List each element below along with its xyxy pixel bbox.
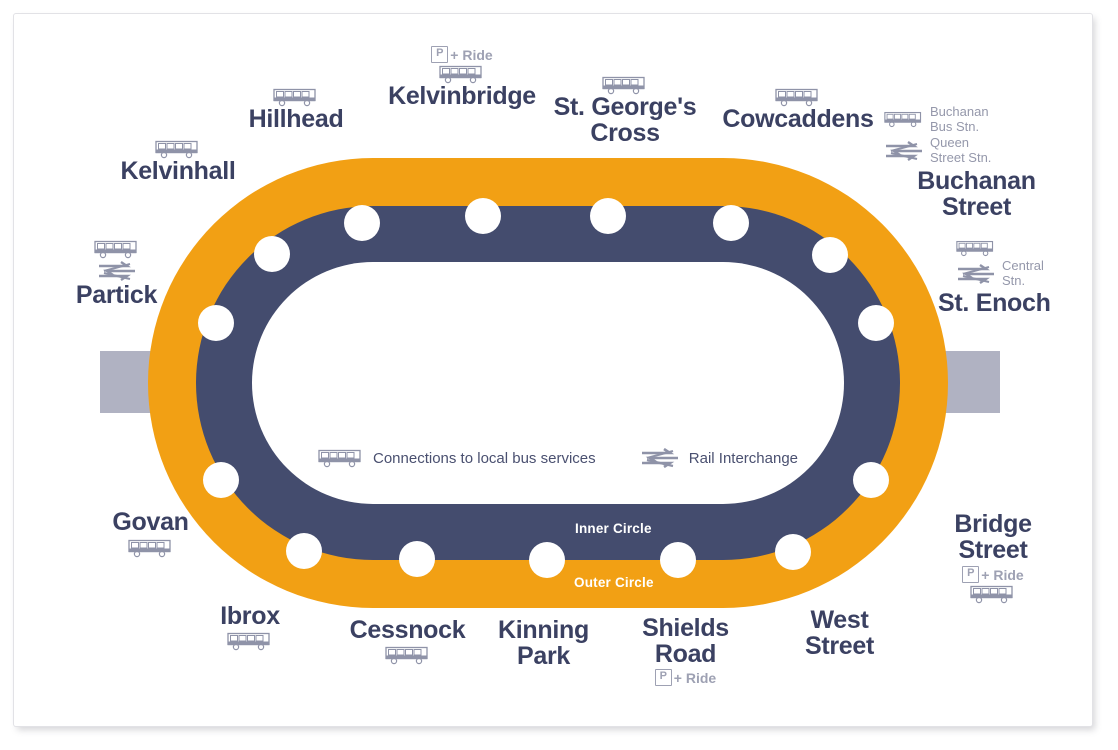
station-dot-partick[interactable] bbox=[198, 305, 234, 341]
park-ride-suffix: + Ride bbox=[450, 46, 493, 63]
station-dot-buchanan-street[interactable] bbox=[812, 237, 848, 273]
station-name: St. George's Cross bbox=[553, 93, 697, 147]
shields-road-icons: P + Ride bbox=[608, 669, 763, 686]
park-ride-suffix: + Ride bbox=[673, 669, 717, 686]
station-name: Partick bbox=[75, 281, 158, 309]
station-name: Ibrox bbox=[220, 602, 280, 630]
legend-bus-text: Connections to local bus services bbox=[373, 449, 596, 467]
station-name: Hillhead bbox=[248, 105, 344, 133]
rail-icon bbox=[98, 261, 135, 281]
station-name: Buchanan Street bbox=[917, 167, 1036, 221]
station-name: Shields Road bbox=[642, 614, 729, 668]
interchange-name: Central Stn. bbox=[1002, 258, 1044, 288]
station-label-govan[interactable]: Govan bbox=[78, 508, 223, 558]
station-label-st-enoch[interactable]: Central Stn. St. Enoch bbox=[938, 240, 1108, 317]
park-letter: P bbox=[431, 46, 449, 63]
station-name: Cessnock bbox=[349, 616, 466, 644]
station-dot-ibrox[interactable] bbox=[286, 533, 322, 569]
station-dot-cowcaddens[interactable] bbox=[713, 205, 749, 241]
station-dot-st-enoch[interactable] bbox=[858, 305, 894, 341]
station-name: Bridge Street bbox=[954, 510, 1032, 564]
park-letter: P bbox=[654, 669, 672, 686]
cessnock-icons bbox=[330, 646, 485, 665]
station-name: Kelvinhall bbox=[120, 157, 236, 185]
station-label-bridge-street[interactable]: Bridge Street P + Ride bbox=[908, 510, 1078, 604]
legend-rail-text: Rail Interchange bbox=[688, 449, 798, 467]
park-and-ride-icon: P + Ride bbox=[962, 566, 1024, 583]
map-legend: Connections to local bus services Rail I… bbox=[318, 448, 798, 468]
bridge-street-icons: P + Ride bbox=[908, 566, 1078, 604]
station-label-kelvinhall[interactable]: Kelvinhall bbox=[88, 140, 268, 185]
ibrox-icons bbox=[190, 632, 310, 651]
station-dot-cessnock[interactable] bbox=[399, 541, 435, 577]
govan-icons bbox=[78, 539, 223, 558]
bus-icon bbox=[384, 646, 428, 664]
station-label-kinning-park[interactable]: Kinning Park bbox=[466, 616, 621, 670]
station-name: Kelvinbridge bbox=[388, 82, 536, 110]
station-dot-kelvinhall[interactable] bbox=[254, 236, 290, 272]
bus-icon bbox=[439, 65, 482, 84]
bus-icon bbox=[273, 88, 316, 107]
bus-icon bbox=[318, 449, 361, 467]
station-name: Cowcaddens bbox=[722, 105, 874, 133]
park-and-ride-icon: P + Ride bbox=[654, 669, 717, 686]
station-dot-kinning-park[interactable] bbox=[529, 542, 565, 578]
kelvinhall-icons bbox=[88, 140, 268, 159]
station-label-st-georges-cross[interactable]: St. George's Cross bbox=[535, 76, 715, 146]
kelvinbridge-icons: P + Ride bbox=[372, 46, 552, 84]
bus-icon bbox=[93, 240, 137, 259]
station-name: Kinning Park bbox=[498, 616, 589, 670]
bus-icon bbox=[956, 240, 994, 257]
park-and-ride-icon: P + Ride bbox=[431, 46, 493, 63]
station-label-west-street[interactable]: West Street bbox=[762, 606, 917, 660]
cowcaddens-icons bbox=[700, 88, 896, 107]
track-center-void bbox=[252, 262, 844, 504]
legend-rail-entry: Rail Interchange bbox=[640, 448, 798, 468]
bus-icon bbox=[884, 112, 922, 128]
buchanan-rail-interchange: Queen Street Stn. bbox=[884, 135, 992, 165]
rail-icon bbox=[886, 140, 922, 161]
rail-icon bbox=[958, 263, 994, 284]
st-enoch-rail-interchange: Central Stn. bbox=[956, 258, 1044, 288]
st-enoch-interchanges: Central Stn. bbox=[938, 240, 1108, 288]
partick-icons bbox=[34, 240, 199, 281]
station-dot-kelvinbridge[interactable] bbox=[465, 198, 501, 234]
outer-circle-caption: Outer Circle bbox=[574, 575, 654, 590]
bus-icon bbox=[970, 585, 1013, 604]
interchange-name: Buchanan Bus Stn. bbox=[930, 104, 989, 134]
bus-icon bbox=[775, 88, 818, 107]
station-dot-west-street[interactable] bbox=[775, 534, 811, 570]
bus-icon bbox=[227, 632, 270, 650]
station-dot-bridge-street[interactable] bbox=[853, 462, 889, 498]
station-label-partick[interactable]: Partick bbox=[34, 240, 199, 309]
station-label-cessnock[interactable]: Cessnock bbox=[330, 616, 485, 665]
bus-icon bbox=[127, 539, 171, 557]
station-label-hillhead[interactable]: Hillhead bbox=[212, 88, 380, 133]
interchange-name: Queen Street Stn. bbox=[930, 135, 992, 165]
station-dot-govan[interactable] bbox=[203, 462, 239, 498]
station-dot-st-georges-cross[interactable] bbox=[590, 198, 626, 234]
park-letter: P bbox=[962, 566, 980, 583]
station-dot-hillhead[interactable] bbox=[344, 205, 380, 241]
station-label-kelvinbridge[interactable]: P + Ride Kelvinbridge bbox=[372, 46, 552, 110]
hillhead-icons bbox=[212, 88, 380, 107]
station-label-ibrox[interactable]: Ibrox bbox=[190, 602, 310, 651]
st-georges-cross-icons bbox=[535, 76, 715, 95]
legend-bus-entry: Connections to local bus services bbox=[318, 449, 596, 468]
station-label-shields-road[interactable]: Shields Road P + Ride bbox=[608, 614, 763, 686]
station-label-cowcaddens[interactable]: Cowcaddens bbox=[700, 88, 896, 133]
rail-icon bbox=[641, 448, 678, 468]
station-dot-shields-road[interactable] bbox=[660, 542, 696, 578]
station-name: St. Enoch bbox=[938, 289, 1051, 318]
park-ride-suffix: + Ride bbox=[981, 566, 1024, 583]
buchanan-street-interchanges: Buchanan Bus Stn. Queen Street Stn. bbox=[884, 104, 1084, 165]
station-name: Govan bbox=[112, 508, 189, 536]
bus-icon bbox=[155, 140, 198, 159]
inner-circle-caption: Inner Circle bbox=[575, 521, 652, 536]
buchanan-bus-interchange: Buchanan Bus Stn. bbox=[884, 104, 989, 134]
station-name: West Street bbox=[804, 606, 875, 660]
station-label-buchanan-street[interactable]: Buchanan Bus Stn. Queen Street Stn. Buch… bbox=[884, 104, 1084, 221]
bus-icon bbox=[602, 76, 645, 95]
